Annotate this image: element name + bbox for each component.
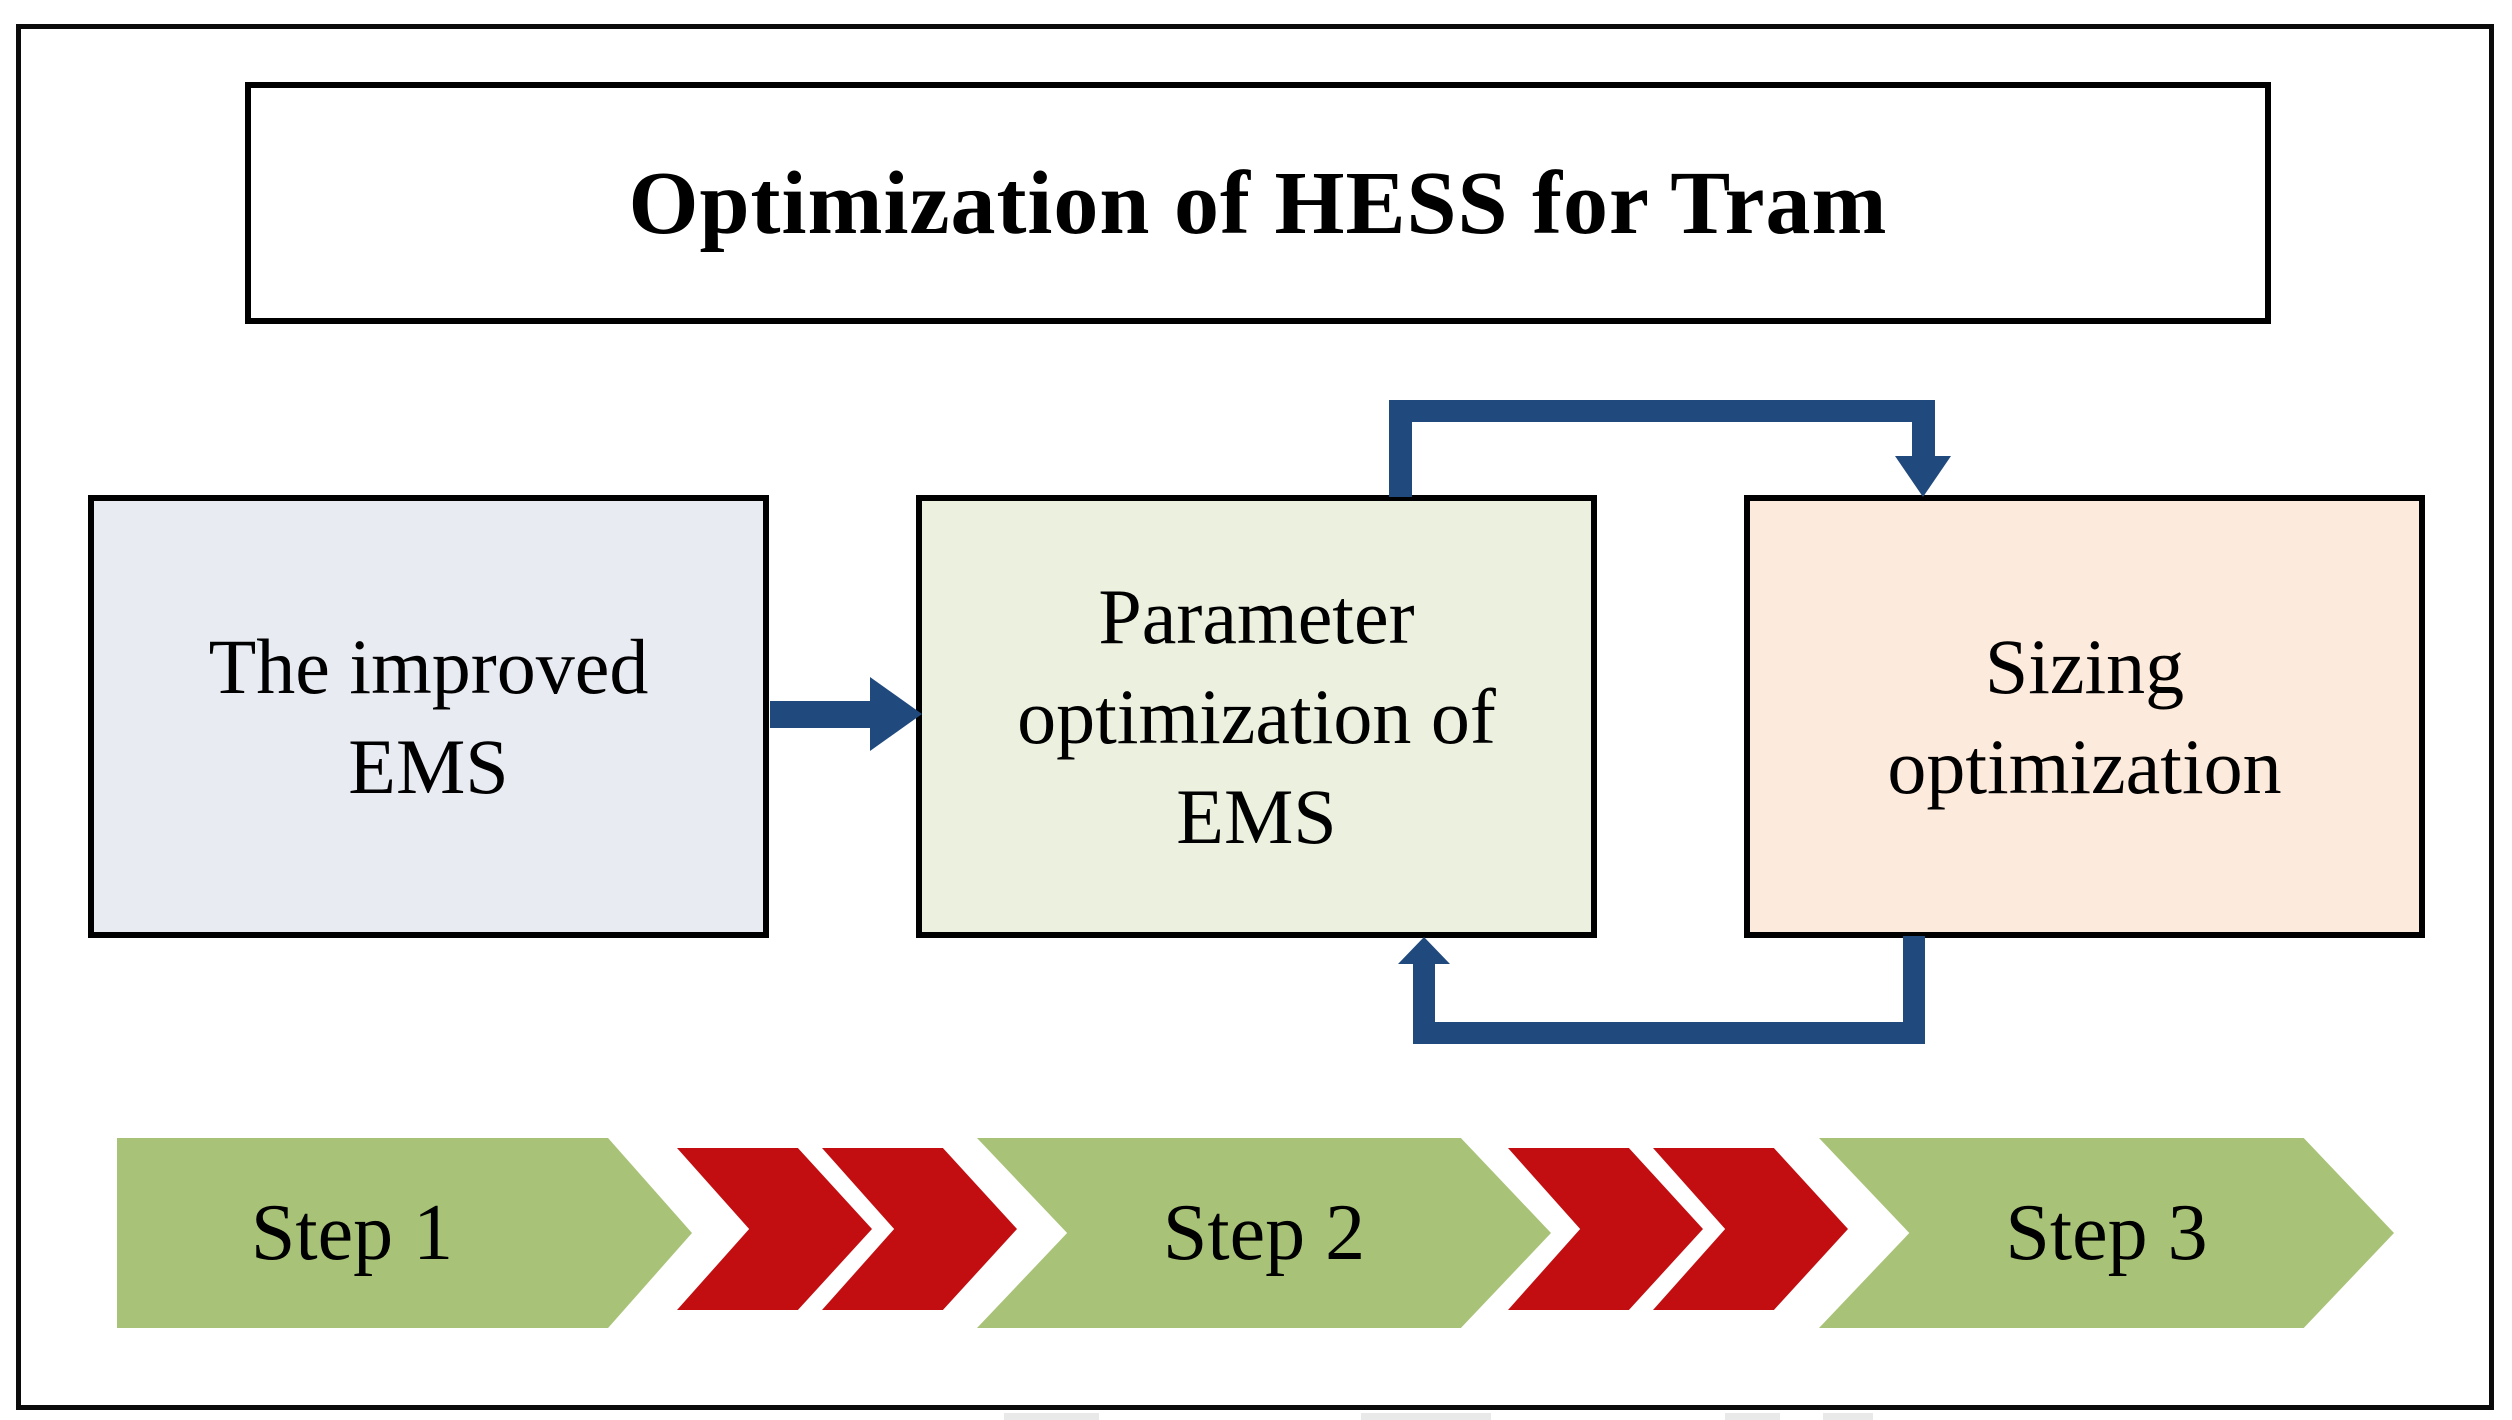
crop-artifact — [1725, 1413, 1780, 1420]
outer-frame — [16, 24, 2494, 1410]
step1-label: Step 1 — [250, 1188, 454, 1277]
figure-title: Optimization of HESS for Tram — [628, 153, 1888, 253]
step2-label: Step 2 — [1162, 1188, 1366, 1277]
box-improved-ems: The improved EMS — [88, 495, 769, 938]
box-sizing-optimization: Sizing optimization — [1744, 495, 2425, 938]
crop-artifact — [1004, 1413, 1099, 1420]
step3-label: Step 3 — [2005, 1188, 2208, 1277]
box-sizing-optimization-line2: optimization — [1887, 722, 2282, 810]
box-improved-ems-line1: The improved — [208, 622, 649, 710]
crop-artifact — [1361, 1413, 1491, 1420]
step2-band — [977, 1138, 1551, 1328]
box-parameter-optimization-line3: EMS — [1176, 772, 1337, 860]
box-parameter-optimization-line2: optimization of — [1017, 672, 1496, 760]
crop-artifact — [1823, 1413, 1873, 1420]
box-parameter-optimization-line1: Parameter — [1098, 572, 1415, 660]
title-box: Optimization of HESS for Tram — [245, 82, 2271, 324]
box-sizing-optimization-line1: Sizing — [1984, 622, 2185, 710]
box-parameter-optimization: Parameter optimization of EMS — [916, 495, 1597, 938]
box-improved-ems-line2: EMS — [348, 722, 509, 810]
step1-band — [117, 1138, 692, 1328]
step3-band — [1819, 1138, 2394, 1328]
